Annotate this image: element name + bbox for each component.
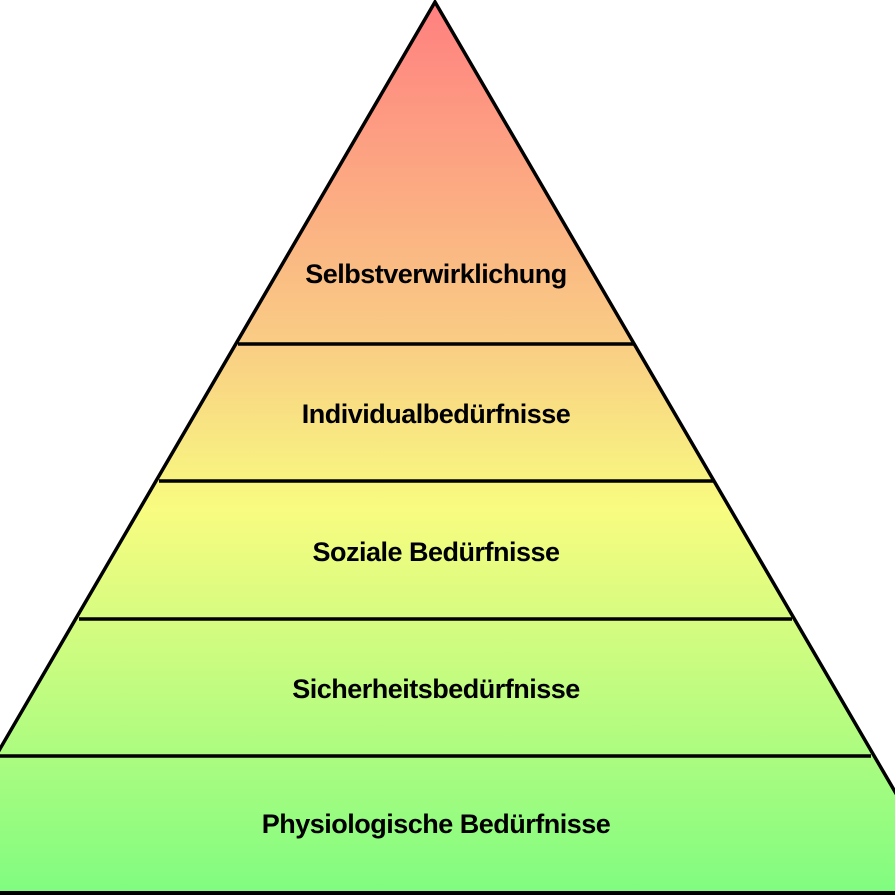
level-label-self-actualization: Selbstverwirklichung (305, 259, 567, 289)
level-label-esteem: Individualbedürfnisse (302, 399, 571, 429)
level-label-physiological: Physiologische Bedürfnisse (262, 809, 611, 839)
level-label-social: Soziale Bedürfnisse (312, 537, 560, 567)
level-label-safety: Sicherheitsbedürfnisse (292, 674, 580, 704)
